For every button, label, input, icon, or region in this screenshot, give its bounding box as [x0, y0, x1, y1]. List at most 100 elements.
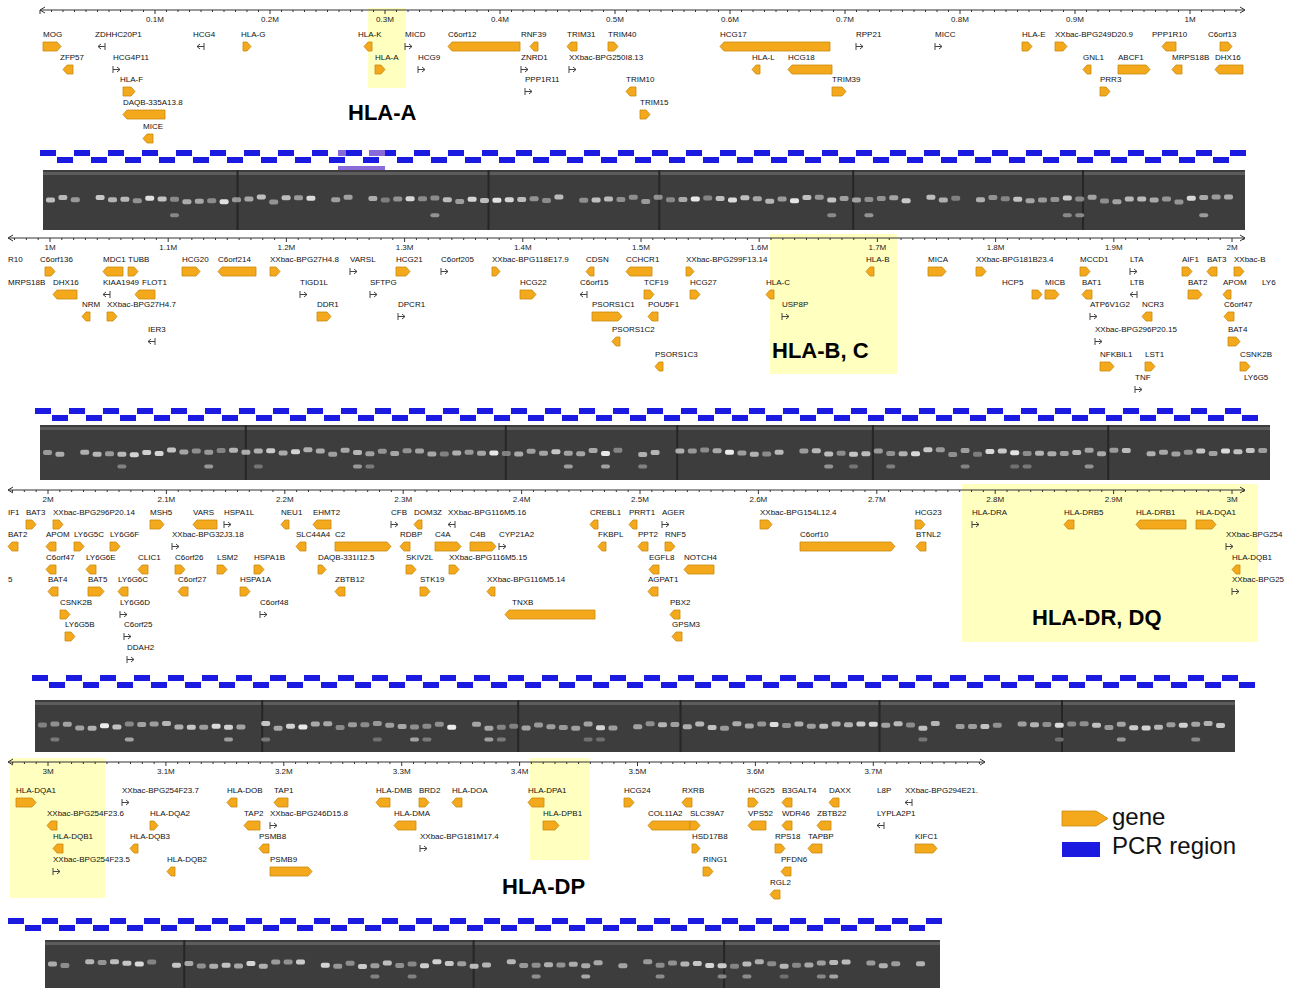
gel-band: [408, 975, 417, 979]
ruler-tick: [392, 238, 393, 240]
gene-label: BRD2: [419, 786, 440, 796]
gene-label: TAPBP: [808, 832, 834, 842]
gel-band: [1075, 213, 1084, 217]
gel-band: [1104, 725, 1113, 730]
gene-arrow: [143, 134, 153, 143]
gel-band: [505, 197, 514, 202]
pcr-region: [416, 918, 432, 924]
pcr-region: [749, 408, 765, 414]
ruler-tick: [189, 10, 190, 12]
ruler-tick: [237, 490, 238, 492]
ruler-tick: [509, 490, 510, 492]
ruler-tick: [215, 238, 216, 240]
gene-arrow: [748, 821, 766, 830]
highlight-region: [962, 484, 1258, 642]
gene-label: CYP21A2: [499, 530, 534, 540]
gene-label: APOM: [46, 530, 70, 540]
ruler-tick: [38, 238, 39, 240]
gene-arrow: [1162, 42, 1176, 51]
gene-label: HLA-DQA1: [1196, 508, 1236, 518]
gene-marker: [418, 66, 425, 73]
pcr-region: [970, 415, 986, 421]
gene-arrow: [829, 798, 839, 807]
gel-band: [170, 197, 179, 202]
gel-band: [311, 721, 320, 726]
pcr-region: [814, 675, 830, 681]
gene-label: HCG4: [193, 30, 215, 40]
gene-label: HLA-DQB1: [53, 832, 93, 842]
gene-marker: [148, 338, 155, 345]
gel-band: [840, 196, 849, 201]
gene-arrow: [1215, 65, 1243, 74]
pcr-region: [324, 415, 340, 421]
ruler-tick: [1167, 10, 1168, 12]
gel-band: [844, 722, 853, 727]
region-label: HLA-A: [348, 100, 416, 126]
gel-band: [432, 959, 441, 964]
gel-band: [365, 451, 374, 456]
gene-arrow: [1064, 520, 1074, 529]
gel-band: [1030, 722, 1039, 727]
gel-band: [155, 451, 164, 456]
gel-band: [948, 452, 957, 457]
gel-band: [1142, 725, 1151, 730]
ruler-tick: [676, 238, 677, 240]
gel-band: [544, 962, 553, 967]
pcr-region: [426, 415, 442, 421]
ruler-tick: [1149, 490, 1150, 492]
gene-arrow: [1232, 565, 1240, 574]
gel-band: [638, 465, 647, 469]
ruler-tick: [190, 490, 191, 492]
ruler-tick: [603, 10, 604, 12]
ruler-tick: [615, 10, 616, 14]
pcr-region: [341, 408, 357, 414]
gene-label: XXbac-BPG254: [1226, 530, 1282, 540]
pcr-region: [831, 682, 847, 688]
pcr-region: [984, 675, 1000, 681]
gel-band: [1060, 451, 1069, 456]
gene-marker: [1095, 338, 1102, 345]
pcr-region-alt: [338, 166, 385, 170]
pcr-region: [720, 150, 736, 156]
pcr-region: [892, 918, 908, 924]
ruler-label: 0.9M: [1066, 15, 1084, 24]
gel-band: [1137, 196, 1146, 201]
gene-arrow: [150, 520, 164, 529]
gene-arrow: [46, 565, 56, 574]
ruler-tick: [1161, 238, 1162, 240]
pcr-region: [176, 150, 192, 156]
gene-marker: [877, 822, 884, 829]
ruler-tick: [853, 490, 854, 492]
ruler-tick: [119, 490, 120, 492]
gene-arrow: [375, 65, 385, 74]
gel-band: [691, 196, 700, 201]
gene-arrow: [520, 290, 536, 299]
pcr-region: [1103, 682, 1119, 688]
gel-band: [46, 197, 55, 202]
ruler-tick: [581, 238, 582, 240]
gel-band: [282, 195, 291, 200]
pcr-region: [382, 918, 398, 924]
ruler-tick: [144, 238, 145, 240]
pcr-region: [712, 675, 728, 681]
gene-label: CREBL1: [590, 508, 621, 518]
gene-label: HCG22: [520, 278, 547, 288]
pcr-region: [168, 675, 184, 681]
gel-well: [35, 702, 1235, 705]
gel-band: [703, 196, 712, 201]
gel-band: [167, 447, 176, 452]
gene-arrow: [452, 798, 462, 807]
gel-band: [341, 448, 350, 453]
gel-band: [1174, 199, 1183, 204]
ruler-tick: [888, 490, 889, 492]
ruler-tick: [499, 238, 500, 240]
gene-arrow: [1240, 362, 1250, 371]
gel-band: [125, 721, 134, 726]
gel-band: [757, 721, 766, 726]
ruler-tick: [1029, 10, 1030, 12]
pcr-region: [151, 682, 167, 688]
gene-label: ZBTB22: [817, 809, 846, 819]
gene-label: MDC1: [103, 255, 126, 265]
pcr-region: [613, 408, 629, 414]
gene-marker: [53, 868, 60, 875]
